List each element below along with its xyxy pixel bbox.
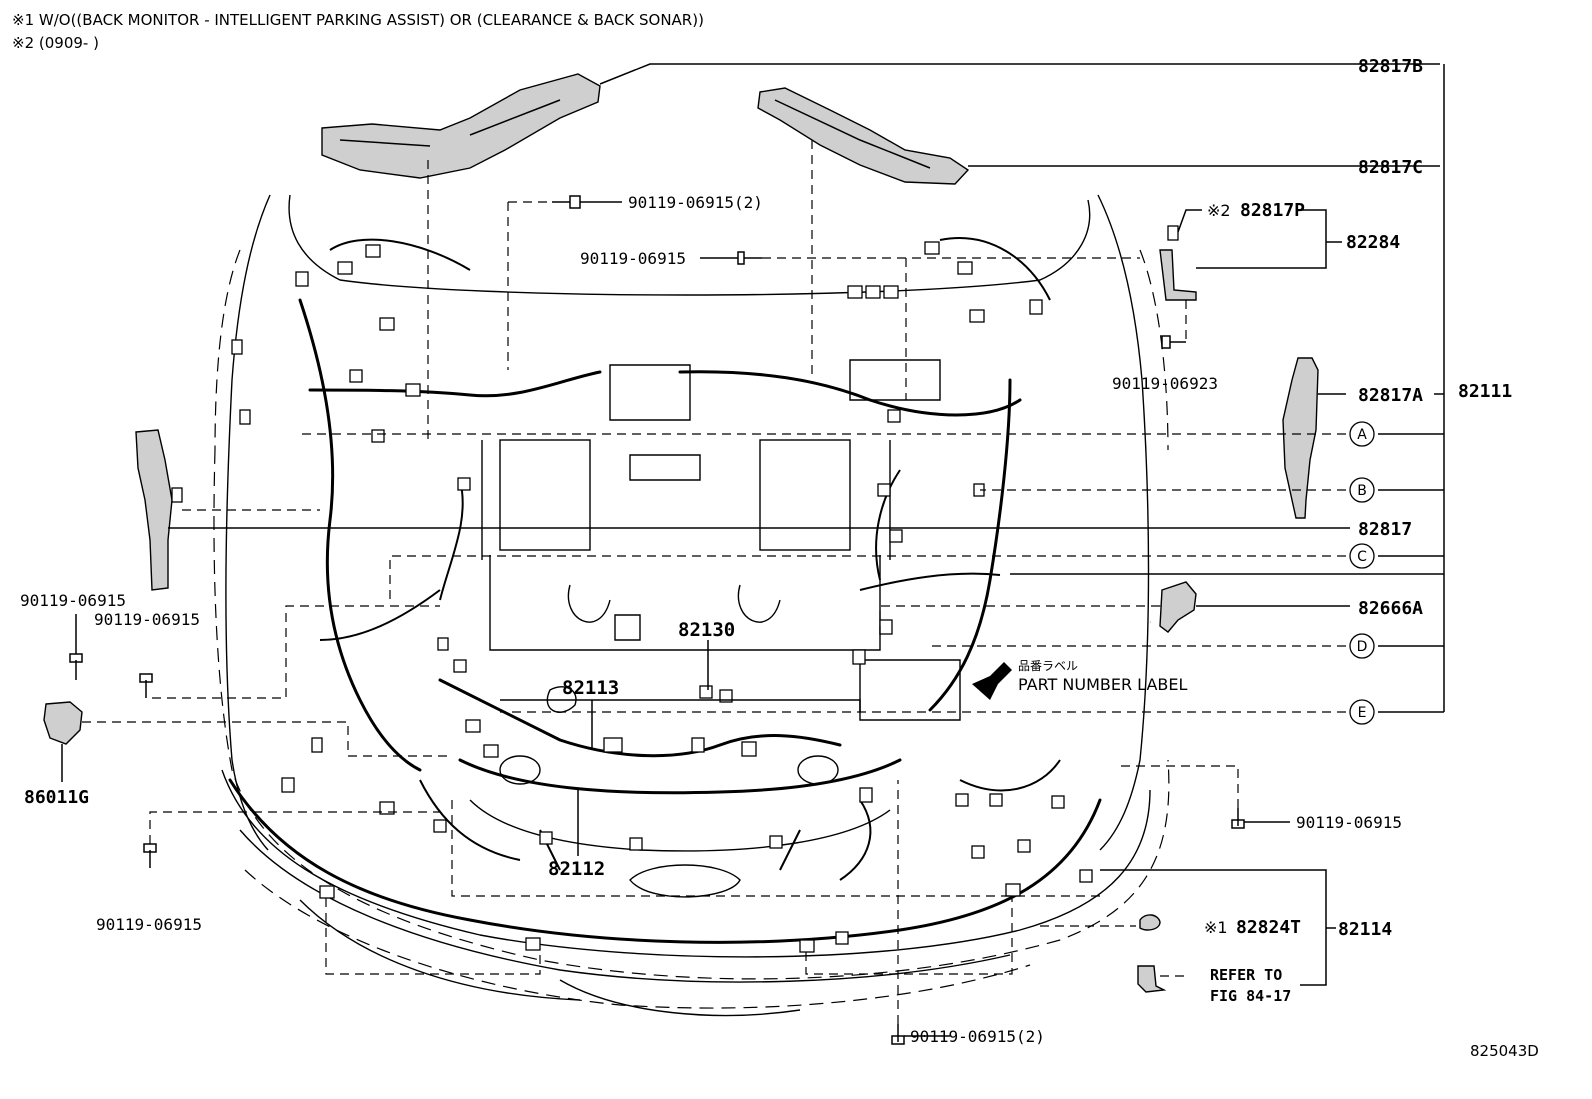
protector-82817c	[757, 87, 970, 185]
bolt-icons	[69, 195, 1245, 1045]
callout-90119-06915-right: 90119-06915	[1296, 813, 1402, 832]
marker-b: B	[1349, 477, 1375, 503]
illustration-id: 825043D	[1470, 1042, 1539, 1060]
refer-to-line-2: FIG 84-17	[1210, 987, 1291, 1005]
protector-82817b	[321, 73, 601, 179]
leader-lines	[61, 63, 1445, 1037]
connector-86011g	[43, 701, 83, 745]
callout-82817b: 82817B	[1358, 56, 1423, 77]
callout-90119-06915-left-3: 90119-06915	[96, 915, 202, 934]
callout-90119-06923: 90119-06923	[1112, 374, 1218, 393]
callout-90119-06915-left-2: 90119-06915	[94, 610, 200, 629]
callout-82130: 82130	[678, 619, 735, 641]
callout-90119-06915-2-bottom: 90119-06915(2)	[910, 1027, 1045, 1046]
svg-text:C: C	[1357, 549, 1367, 565]
callout-90119-06915-top: 90119-06915	[580, 249, 686, 268]
cover-82817	[135, 429, 173, 591]
svg-text:B: B	[1357, 483, 1367, 499]
callout-82111: 82111	[1458, 381, 1512, 402]
marker-c: C	[1349, 543, 1375, 569]
callout-82817a: 82817A	[1358, 385, 1423, 406]
footnote-1: ※1 W/O((BACK MONITOR - INTELLIGENT PARKI…	[12, 11, 704, 29]
clamp-82817p	[1159, 249, 1197, 301]
bracket-refer-fig	[1137, 965, 1167, 993]
callout-82112: 82112	[548, 858, 605, 880]
refer-to-line-1: REFER TO	[1210, 966, 1282, 984]
callout-90119-06915-left-1: 90119-06915	[20, 591, 126, 610]
callout-82817p-footnote-mark: ※2	[1207, 201, 1231, 220]
callout-82824t: 82824T	[1236, 917, 1301, 938]
callout-82666a: 82666A	[1358, 598, 1423, 619]
marker-e: E	[1349, 699, 1375, 725]
part-number-label-arrow-icon	[972, 662, 1012, 700]
vehicle-body-outline	[213, 194, 1170, 1017]
part-number-label-jp: 品番ラベル	[1018, 659, 1078, 673]
marker-d: D	[1349, 633, 1375, 659]
svg-text:A: A	[1357, 427, 1367, 443]
harness-connectors	[231, 241, 1093, 953]
callout-90119-06915-2-top: 90119-06915(2)	[628, 193, 763, 212]
callout-82817: 82817	[1358, 519, 1412, 540]
part-number-label-text: PART NUMBER LABEL	[1018, 675, 1187, 694]
callout-82114: 82114	[1338, 919, 1392, 940]
callout-82113: 82113	[562, 677, 619, 699]
callout-82824t-footnote-mark: ※1	[1204, 918, 1228, 937]
callout-82284: 82284	[1346, 232, 1400, 253]
callout-82817c: 82817C	[1358, 157, 1423, 178]
cover-82817a	[1282, 357, 1319, 519]
marker-a: A	[1349, 421, 1375, 447]
footnote-2: ※2 (0909- )	[12, 34, 99, 52]
engine-room-harness	[228, 237, 1102, 944]
callout-82817p: 82817P	[1240, 200, 1305, 221]
connector-82666a	[1159, 581, 1197, 633]
dashed-reference-lines	[82, 140, 1346, 1024]
svg-text:D: D	[1357, 639, 1368, 655]
callout-86011g: 86011G	[24, 787, 89, 808]
svg-text:E: E	[1358, 705, 1367, 721]
clip-82824t	[1139, 914, 1161, 931]
